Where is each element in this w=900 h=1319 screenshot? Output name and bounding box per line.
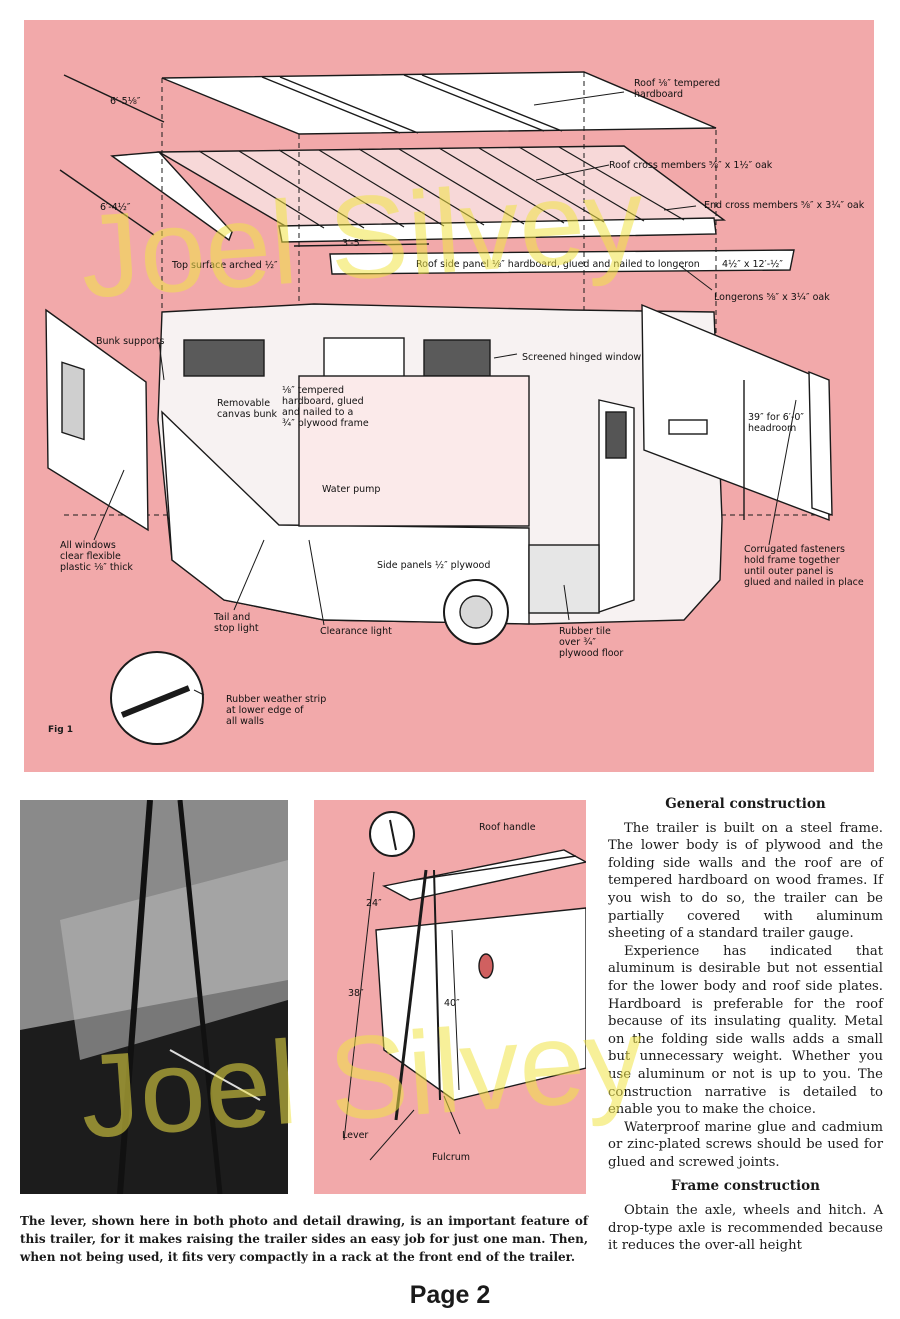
photo-caption: The lever, shown here in both photo and … bbox=[20, 1214, 588, 1264]
paragraph-4: Obtain the axle, wheels and hitch. A dro… bbox=[608, 1203, 883, 1254]
label-dimension-mid: 3′-5″ bbox=[342, 238, 364, 249]
article-column: General construction The trailer is buil… bbox=[608, 796, 883, 1255]
label-dim-40: 40″ bbox=[444, 998, 460, 1009]
label-bunk-supports: Bunk supports bbox=[96, 336, 165, 347]
label-tempered-hardboard: ⅛″ tempered hardboard, glued and nailed … bbox=[282, 385, 369, 429]
figure-1-exploded-diagram: Roof ⅛″ tempered hardboard Roof cross me… bbox=[24, 20, 874, 772]
lever-photo bbox=[20, 800, 288, 1194]
label-headroom: 39″ for 6′-0″ headroom bbox=[748, 412, 804, 434]
label-all-windows: All windows clear flexible plastic ⅛″ th… bbox=[60, 540, 133, 573]
trailer-exploded-drawing bbox=[45, 71, 833, 745]
label-roof: Roof ⅛″ tempered hardboard bbox=[634, 78, 721, 100]
label-top-surface-arched: Top surface arched ½″ bbox=[172, 260, 278, 271]
paragraph-1: The trailer is built on a steel frame. T… bbox=[608, 820, 883, 942]
label-roof-cross-members: Roof cross members ⅝″ x 1½″ oak bbox=[609, 160, 773, 171]
label-tail-stop-light: Tail and stop light bbox=[214, 612, 259, 634]
label-longerons: Longerons ⅝″ x 3¼″ oak bbox=[714, 292, 830, 303]
label-canvas-bunk: Removable canvas bunk bbox=[217, 398, 278, 420]
paragraph-2: Experience has indicated that aluminum i… bbox=[608, 943, 883, 1118]
label-water-pump: Water pump bbox=[322, 484, 381, 495]
heading-frame-construction: Frame construction bbox=[671, 1178, 820, 1195]
label-roof-side-panel: Roof side panel ⅛″ hardboard, glued and … bbox=[416, 259, 700, 270]
label-clearance-light: Clearance light bbox=[320, 626, 392, 637]
paragraph-3: Waterproof marine glue and cadmium or zi… bbox=[608, 1119, 883, 1170]
label-corrugated-fasteners: Corrugated fasteners hold frame together… bbox=[744, 544, 864, 588]
label-rubber-tile: Rubber tile over ¾″ plywood floor bbox=[559, 626, 624, 659]
label-roof-handle: Roof handle bbox=[479, 822, 536, 833]
label-dimension-top: 6′-5⅛″ bbox=[110, 96, 141, 107]
label-dim-38: 38″ bbox=[348, 988, 364, 999]
detail-illustration bbox=[343, 811, 586, 1161]
label-lever: Lever bbox=[342, 1130, 369, 1141]
label-screened-window: Screened hinged window bbox=[522, 352, 642, 363]
photo-illustration bbox=[20, 800, 288, 1194]
label-side-panels: Side panels ½″ plywood bbox=[377, 560, 491, 571]
heading-general-construction: General construction bbox=[665, 796, 826, 812]
label-dimension-side: 6′-4½″ bbox=[100, 202, 131, 213]
lever-detail-drawing: Roof handle 24″ 38″ 40″ Lever Fulcrum bbox=[314, 800, 586, 1194]
label-weather-strip: Rubber weather strip at lower edge of al… bbox=[226, 694, 327, 727]
label-roof-side-dimension: 4½″ x 12′-½″ bbox=[722, 259, 783, 270]
figure-number: Fig 1 bbox=[48, 725, 74, 735]
label-fulcrum: Fulcrum bbox=[432, 1152, 471, 1163]
label-end-cross-members: End cross members ⅝″ x 3¼″ oak bbox=[704, 200, 865, 211]
label-dim-24: 24″ bbox=[366, 898, 382, 909]
page-label: Page 2 bbox=[409, 1281, 491, 1309]
